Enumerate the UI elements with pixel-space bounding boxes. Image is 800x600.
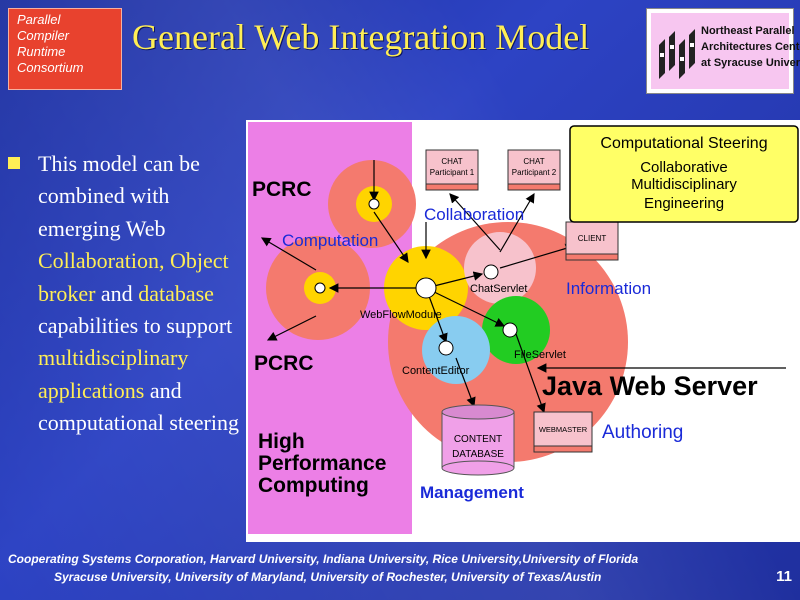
information-label: Information [566,279,651,298]
slide-title: General Web Integration Model [132,17,590,57]
npac-line: Northeast Parallel [701,25,795,37]
consortium-line: Compiler [17,28,70,43]
steering-line4: Engineering [644,195,724,212]
content-database-icon: CONTENT DATABASE [441,404,515,476]
chat-participant-1-title: CHAT [441,157,462,166]
npac-emblem-icon [659,29,695,79]
webmaster-label: WEBMASTER [539,425,588,434]
client-label: CLIENT [578,234,607,243]
npac-logo: Northeast Parallel Architectures Center … [646,8,800,94]
file-servlet-label: FileServlet [514,349,566,361]
hpc-line3: Computing [258,474,369,497]
content-database-line1: CONTENT [454,434,502,445]
npac-logo-background: Northeast Parallel Architectures Center … [651,13,800,89]
steering-line1: Computational Steering [600,135,767,152]
node-dot [415,277,437,299]
collaboration-label: Collaboration [424,205,524,224]
content-editor-label: ContentEditor [402,365,470,377]
consortium-line: Parallel [17,12,61,27]
bullet-segment-highlight: multidisciplinary applications [38,345,189,403]
node-dot [368,198,380,210]
npac-line: Architectures Center [701,41,800,53]
chat-participant-2-title: CHAT [523,157,544,166]
footer-line2: Syracuse University, University of Maryl… [54,570,602,584]
node-dot [502,322,518,338]
bullet-segment: and [95,280,139,306]
consortium-line: Runtime [17,44,66,59]
bullet-segment: capabilities to support [38,313,233,339]
consortium-logo: Parallel Compiler Runtime Consortium [8,8,122,90]
bullet-segment: This model can be combined with emerging… [38,151,200,241]
webmaster-monitor: WEBMASTER [533,411,593,453]
bullet-text: This model can be combined with emerging… [38,148,240,440]
content-database-line2: DATABASE [452,449,504,460]
integration-diagram: CHAT Participant 1 CHAT Participant 2 CL… [246,120,800,542]
pcrc-bottom-label: PCRC [254,352,314,375]
consortium-line: Consortium [17,60,84,75]
bullet-point: This model can be combined with emerging… [8,148,240,440]
chat-participant-2-monitor: CHAT Participant 2 [507,149,561,191]
chat-participant-1-label: Participant 1 [430,168,475,177]
webflow-module-label: WebFlowModule [360,309,442,321]
chat-servlet-label: ChatServlet [470,283,527,295]
bullet-square-icon [8,157,20,169]
hpc-line2: Performance [258,452,386,475]
node-dot [438,340,454,356]
authoring-label: Authoring [602,422,683,443]
bullet-segment: and computational steering [38,377,239,436]
bullet-segment-highlight: Collaboration, Object broker [38,248,229,306]
steering-box [569,125,799,223]
npac-line: at Syracuse University [701,57,800,69]
steering-line3: Multidisciplinary [631,176,737,193]
hpc-line1: High [258,430,305,453]
client-monitor: CLIENT [565,221,619,261]
computation-label: Computation [282,231,378,250]
steering-line2: Collaborative [640,159,728,176]
node-dot [314,282,326,294]
bullet-segment-highlight: database [138,280,214,306]
footer-line1: Cooperating Systems Corporation, Harvard… [8,552,639,566]
chat-participant-1-monitor: CHAT Participant 1 [425,149,479,191]
pcrc-top-label: PCRC [252,178,312,201]
page-number: 11 [776,568,792,585]
java-web-server-label: Java Web Server [542,371,758,401]
management-label: Management [420,483,524,502]
chat-participant-2-label: Participant 2 [512,168,557,177]
node-dot [483,264,499,280]
